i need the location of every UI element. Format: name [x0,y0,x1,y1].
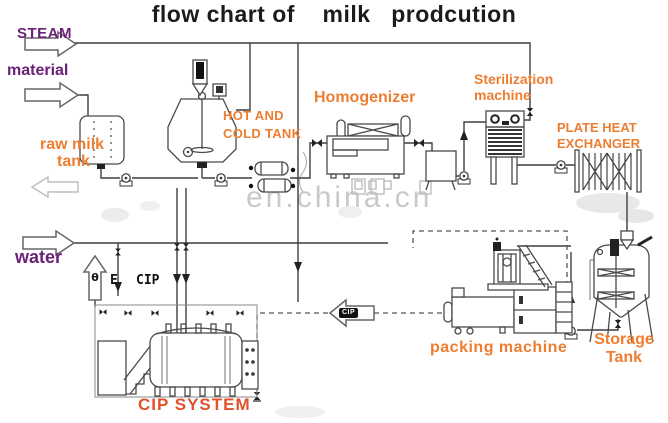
balance-tank-shape [425,150,457,191]
sterilization-machine-shape [485,110,525,185]
storage-tank-label: Storage Tank [588,331,660,367]
plate-heat-exchanger-label: PLATE HEAT EXCHANGER [557,120,640,152]
filter-cylinders-shape [248,161,296,193]
valves-and-arrowheads [99,108,622,402]
sterilization-machine-label: Sterilization machine [474,71,553,103]
hot-cold-tank-label-line2: COLD TANK [223,126,302,141]
hot-cold-tank-label-line1: HOT AND [223,108,284,123]
material-arrow [24,81,80,109]
homogenizer-shape [326,115,411,190]
cip-annotation: CIP [136,273,160,288]
steam-input-label: STEAM [17,25,72,42]
raw-milk-tank-label: raw milk tank [40,136,104,170]
cip-system-shape [94,304,259,398]
drain-up-arrow: θ [82,254,108,301]
packing-machine-label: packing machine [430,339,568,356]
e-annotation: E [110,273,118,288]
raw-milk-tank-shape [79,115,125,169]
storage-tank-shape [589,230,654,344]
svg-text:θ: θ [91,271,99,284]
packing-machine-shape [443,237,573,335]
storage-tank-label-line2: Tank [605,349,643,366]
plate-heat-exchanger-shape [574,149,642,193]
steam-arrow [24,30,78,58]
phe-label-line2: EXCHANGER [557,136,641,151]
water-arrow [22,229,76,257]
water-input-label: water [15,247,63,267]
material-input-label: material [7,62,69,79]
cip-arrow-badge: CIP [339,308,359,318]
storage-tank-label-line1: Storage [594,331,654,348]
raw-milk-tank-label-line2: tank [57,153,90,170]
gray-left-arrow [30,175,79,199]
homogenizer-label: Homogenizer [314,89,416,106]
sterilization-label-line2: machine [474,87,531,103]
sterilization-label-line1: Sterilization [474,71,554,87]
phe-label-line1: PLATE HEAT [557,120,637,135]
diagram-title: flow chart of milk prodcution [151,1,517,27]
raw-milk-tank-label-line1: raw milk [40,136,105,153]
hot-cold-tank-shape [167,59,237,168]
cip-system-label: CIP SYSTEM [138,395,251,414]
hot-cold-tank-label: HOT AND COLD TANK [223,107,301,143]
